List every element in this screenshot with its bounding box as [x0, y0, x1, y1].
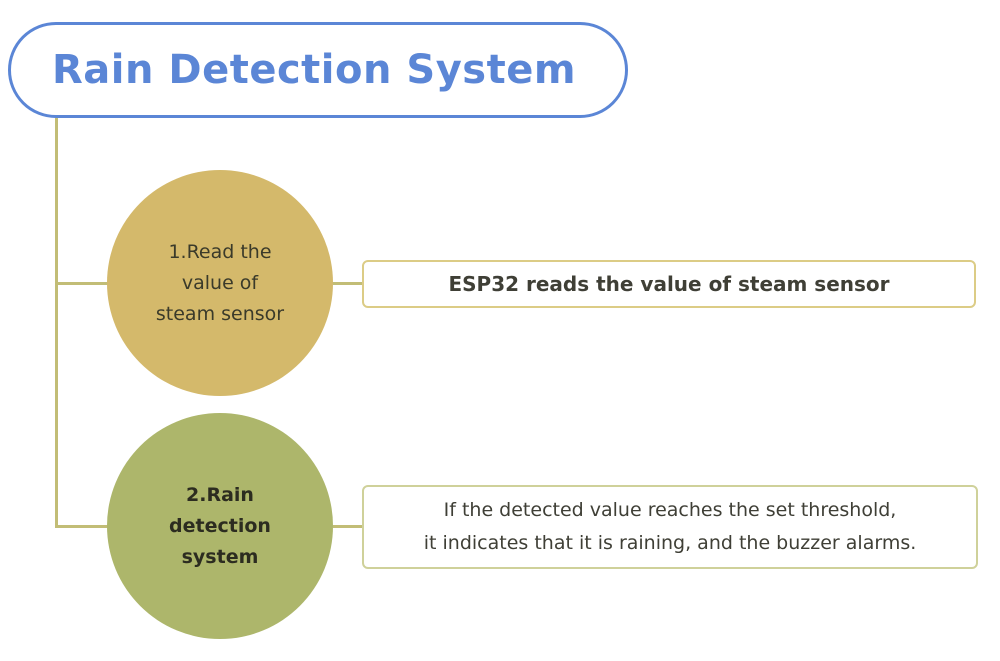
title-node: Rain Detection System — [8, 22, 628, 118]
step-2-label-line: 2.Rain — [186, 483, 254, 506]
step-2-label-line: system — [181, 545, 259, 568]
trunk-connector — [55, 118, 58, 528]
step-1-label-line: steam sensor — [155, 302, 285, 325]
step-2-label: 2.Rain detection system — [139, 480, 301, 573]
step-2-description-line: it indicates that it is raining, and the… — [423, 532, 917, 554]
step-1-label-line: value of — [181, 271, 259, 294]
step-2-description-line: If the detected value reaches the set th… — [443, 499, 897, 521]
branch-connector-1 — [55, 282, 110, 285]
diagram-title: Rain Detection System — [51, 47, 577, 93]
step-2-description: If the detected value reaches the set th… — [362, 485, 978, 569]
step-2-label-line: detection — [169, 514, 271, 537]
step-1-description-line: ESP32 reads the value of steam sensor — [448, 272, 890, 296]
detail-connector-2 — [333, 525, 363, 528]
step-1-label: 1.Read the value of steam sensor — [126, 237, 314, 330]
detail-connector-1 — [333, 282, 363, 285]
step-1-label-line: 1.Read the — [168, 240, 272, 263]
step-2-node: 2.Rain detection system — [107, 413, 333, 639]
step-1-node: 1.Read the value of steam sensor — [107, 170, 333, 396]
step-1-description: ESP32 reads the value of steam sensor — [362, 260, 976, 308]
branch-connector-2 — [55, 525, 110, 528]
